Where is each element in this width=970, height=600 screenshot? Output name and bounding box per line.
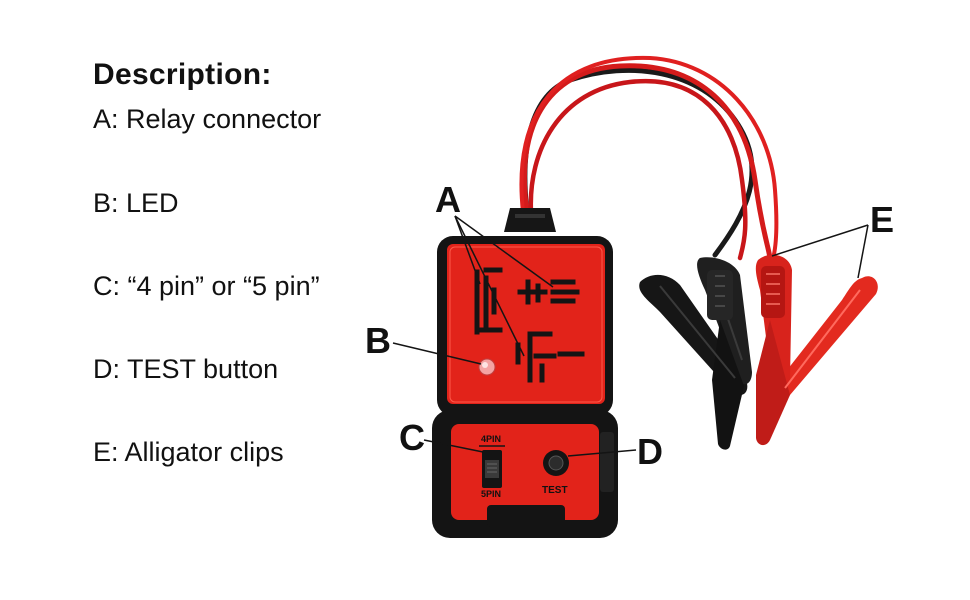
pin-switch[interactable]: 4PIN 5PIN xyxy=(479,434,505,499)
description-item-alligator-clips: E: Alligator clips xyxy=(93,437,284,467)
black-alligator-clip xyxy=(639,257,752,450)
relay-connector-slots xyxy=(474,267,585,383)
callout-line-a-3 xyxy=(454,215,525,357)
test-button-label: TEST xyxy=(542,485,568,496)
callout-line-e-1 xyxy=(771,224,869,257)
callout-line-d xyxy=(567,449,637,457)
test-button-cap xyxy=(548,455,564,471)
cables xyxy=(519,55,779,264)
callout-letter-c: C xyxy=(399,417,425,458)
red-cable-1 xyxy=(521,63,773,261)
strain-relief-band xyxy=(515,214,545,218)
callout-line-a-2 xyxy=(454,215,554,288)
callout-line-b xyxy=(392,342,482,365)
description-item-led: B: LED xyxy=(93,188,179,218)
callout-letter-a: A xyxy=(435,179,461,220)
red-alligator-clip xyxy=(755,254,878,446)
led-highlight xyxy=(482,362,488,368)
callout-line-c xyxy=(423,439,484,453)
description-item-pin-switch: C: “4 pin” or “5 pin” xyxy=(93,271,320,301)
switch-bottom-label: 5PIN xyxy=(481,489,501,499)
callout-line-e-2 xyxy=(857,224,869,279)
red-cable-2 xyxy=(528,78,748,261)
callout-letter-d: D xyxy=(637,431,663,472)
callout-line-a-1 xyxy=(454,215,481,285)
callout-letter-b: B xyxy=(365,320,391,361)
test-button[interactable]: TEST xyxy=(542,450,569,496)
description-title: Description: xyxy=(93,58,272,91)
callout-letter-e: E xyxy=(870,199,894,240)
red-cable-3 xyxy=(519,55,779,264)
switch-top-label: 4PIN xyxy=(481,434,501,444)
strain-relief xyxy=(504,208,556,232)
relay-tester-body xyxy=(432,236,618,538)
description-item-relay-connector: A: Relay connector xyxy=(93,104,322,134)
switch-knob xyxy=(485,460,499,478)
description-panel: Description: A: Relay connector B: LED C… xyxy=(0,0,420,600)
callout-lines xyxy=(392,215,869,457)
description-item-test-button: D: TEST button xyxy=(93,354,279,384)
